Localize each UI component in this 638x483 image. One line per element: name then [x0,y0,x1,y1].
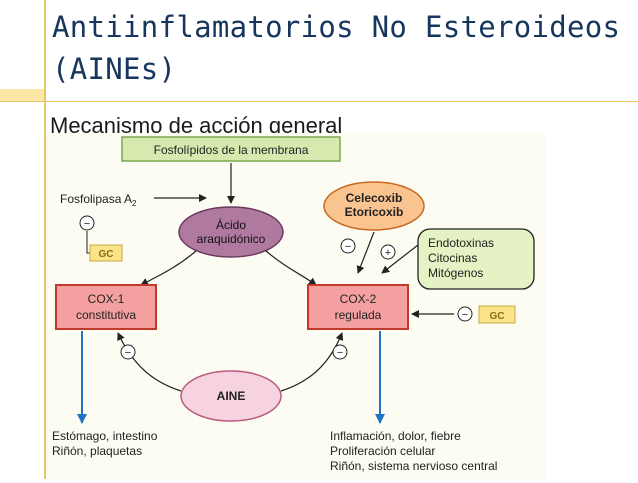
svg-text:Etoricoxib: Etoricoxib [345,205,404,219]
svg-text:GC: GC [490,311,505,322]
mechanism-diagram: Fosfolípidos de la membrana Fosfolipasa … [46,133,546,479]
celecoxib-inhibit-arrow [356,231,375,274]
svg-text:araquidónico: araquidónico [197,232,266,246]
membrane-phospholipids-box: Fosfolípidos de la membrana [121,136,341,162]
svg-text:regulada: regulada [335,308,382,322]
celecoxib-ellipse: Celecoxib Etoricoxib [323,181,425,231]
slide-title-line1: Antiinflamatorios No Esteroideos [52,10,621,44]
svg-text:Endotoxinas: Endotoxinas [428,236,494,250]
cox2-outcomes: Inflamación, dolor, fiebre Proliferación… [330,429,497,473]
svg-text:COX-1: COX-1 [88,292,125,306]
svg-text:−: − [125,347,131,359]
gc-box-left: GC [89,244,123,262]
inhibit-phospholipase-icon: − [79,215,95,231]
phospholipase-label: Fosfolipasa A2 [60,192,137,208]
slide-title: Antiinflamatorios No Esteroideos (AINEs) [52,6,632,90]
inhibit-celecoxib-icon: − [340,238,356,254]
svg-text:GC: GC [99,249,114,260]
accent-bar [0,89,44,101]
svg-text:Citocinas: Citocinas [428,251,477,265]
svg-text:Ácido: Ácido [216,217,246,232]
cox2-box: COX-2 regulada [307,284,409,330]
svg-text:COX-2: COX-2 [340,292,377,306]
svg-text:AINE: AINE [217,389,246,403]
svg-text:−: − [337,347,343,359]
membrane-label: Fosfolípidos de la membrana [154,143,309,157]
svg-text:Celecoxib: Celecoxib [346,191,403,205]
inhibit-cox1-icon: − [120,344,136,360]
aine-to-cox2-arrow [280,332,344,392]
divider-line [0,101,638,102]
inhibit-cox2-icon: − [332,344,348,360]
arachidonic-acid-ellipse: Ácido araquidónico [178,206,284,258]
aine-to-cox1-arrow [117,332,182,392]
svg-text:+: + [385,247,391,259]
gc-box-right: GC [478,305,516,324]
inhibit-gc-right-icon: − [457,306,473,322]
stimulate-inducers-icon: + [380,244,396,260]
aa-to-cox1-arrow [140,250,197,286]
vertical-divider [44,0,46,479]
svg-text:−: − [84,218,90,230]
inducers-arrow [381,244,419,274]
svg-text:−: − [345,241,351,253]
svg-text:Proliferación celular: Proliferación celular [330,444,435,458]
inducers-box: Endotoxinas Citocinas Mitógenos [417,228,535,290]
svg-text:Inflamación, dolor, fiebre: Inflamación, dolor, fiebre [330,429,461,443]
svg-text:Riñón, sistema nervioso centra: Riñón, sistema nervioso central [330,459,497,473]
aine-ellipse: AINE [180,370,282,422]
cox1-box: COX-1 constitutiva [55,284,157,330]
mechanism-diagram-svg: Fosfolípidos de la membrana Fosfolipasa … [52,136,535,473]
svg-text:−: − [462,309,468,321]
cox1-outcomes: Estómago, intestino Riñón, plaquetas [52,429,158,458]
aa-to-cox2-arrow [265,250,317,286]
svg-text:constitutiva: constitutiva [76,308,136,322]
svg-text:Mitógenos: Mitógenos [428,266,483,280]
slide-title-line2: (AINEs) [52,52,177,86]
svg-text:Estómago, intestino: Estómago, intestino [52,429,158,443]
svg-text:Riñón, plaquetas: Riñón, plaquetas [52,444,142,458]
